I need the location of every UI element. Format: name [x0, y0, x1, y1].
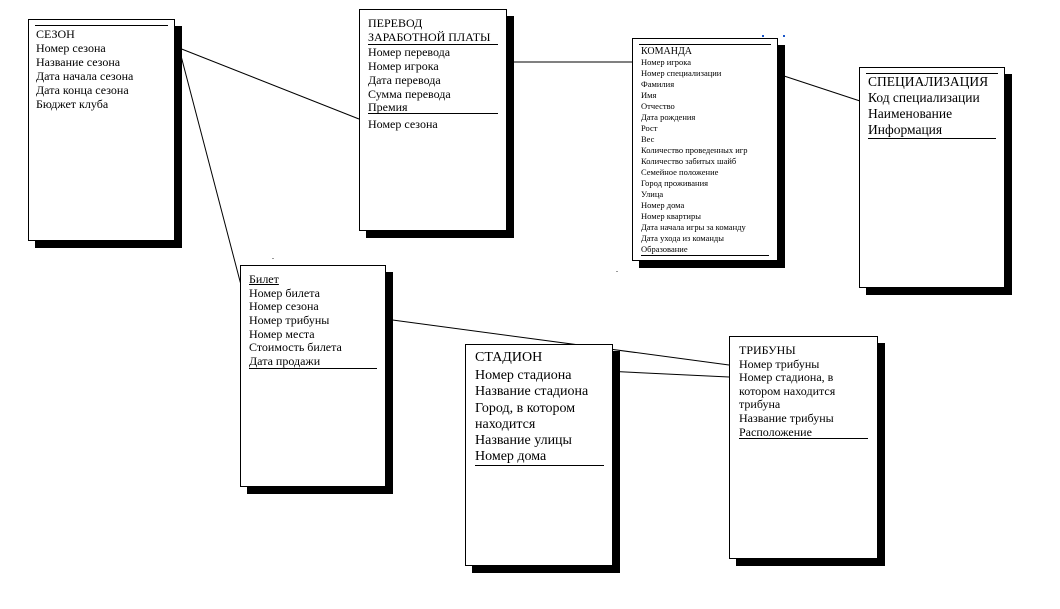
entity-stands-title: ТРИБУНЫ — [739, 343, 796, 357]
entity-transfer-title-line2: ЗАРАБОТНОЙ ПЛАТЫ — [368, 30, 491, 44]
entity-ticket-field: Стоимость билета — [249, 340, 342, 354]
entity-team-field: Количество проведенных игр — [641, 145, 748, 155]
entity-stadium-field: Название стадиона — [475, 384, 589, 399]
link-ticket-stands — [384, 318, 730, 366]
entity-team-field: Образование — [641, 244, 688, 254]
entity-transfer-field: Номер перевода — [368, 45, 451, 59]
entity-stadium[interactable]: СТАДИОН Номер стадиона Название стадиона… — [465, 344, 613, 566]
entity-specialization[interactable]: СПЕЦИАЛИЗАЦИЯ Код специализации Наименов… — [859, 67, 1005, 288]
entity-team-field: Город проживания — [641, 178, 709, 188]
entity-specialization-field: Наименование — [868, 106, 953, 121]
entity-transfer[interactable]: ПЕРЕВОД ЗАРАБОТНОЙ ПЛАТЫ Номер перевода … — [359, 9, 507, 231]
entity-ticket-field: Номер сезона — [249, 299, 319, 313]
entity-team-field: Количество забитых шайб — [641, 156, 737, 166]
entity-team[interactable]: КОМАНДА Номер игрока Номер специализации… — [632, 38, 778, 261]
entity-team-field: Дата рождения — [641, 112, 696, 122]
entity-specialization-field: Информация — [868, 122, 943, 137]
entity-ticket-field: Дата продажи — [249, 354, 321, 368]
entity-team-title: КОМАНДА — [641, 46, 693, 57]
entity-season-field: Название сезона — [36, 55, 121, 69]
entity-stadium-field: Название улицы — [475, 433, 572, 448]
entity-season-field: Номер сезона — [36, 41, 106, 55]
entity-team-field: Рост — [641, 123, 658, 133]
link-season-ticket — [179, 51, 242, 286]
entity-season[interactable]: СЕЗОН Номер сезона Название сезона Дата … — [28, 19, 175, 241]
link-stadium-stands — [604, 370, 730, 378]
entity-season-field: Бюджет клуба — [36, 97, 109, 111]
entity-season-field: Дата конца сезона — [36, 83, 129, 97]
entity-team-bottom-rule — [641, 255, 769, 256]
stray-mark — [762, 35, 764, 37]
entity-stadium-field: Город, в котором находится — [475, 401, 576, 432]
entity-season-field: Дата начала сезона — [36, 69, 134, 83]
entity-specialization-field: Код специализации — [868, 90, 980, 105]
entity-stadium-field: Номер дома — [475, 449, 547, 464]
entity-specialization-title: СПЕЦИАЛИЗАЦИЯ — [868, 74, 989, 89]
entity-team-field: Номер специализации — [641, 68, 722, 78]
entity-stands-field: Расположение — [739, 425, 812, 439]
entity-stands-field: Номер трибуны — [739, 357, 820, 371]
entity-season-title: СЕЗОН — [36, 27, 75, 41]
entity-season-top-rule — [35, 25, 168, 26]
entity-team-field: Вес — [641, 134, 655, 144]
entity-team-field: Номер игрока — [641, 57, 692, 67]
entity-specialization-bottom-rule — [868, 138, 996, 139]
entity-stands-field: Номер стадиона, в котором находится триб… — [739, 370, 836, 411]
entity-transfer-field: Номер игрока — [368, 59, 439, 73]
entity-transfer-title-rule — [368, 44, 498, 45]
entity-transfer-title: ПЕРЕВОД — [368, 16, 423, 30]
link-team-specialization — [777, 73, 861, 102]
entity-ticket[interactable]: Билет Номер билета Номер сезона Номер тр… — [240, 265, 386, 487]
entity-stadium-field: Номер стадиона — [475, 368, 572, 383]
link-season-transfer — [173, 45, 360, 120]
entity-specialization-top-rule — [866, 73, 998, 74]
entity-ticket-field: Номер трибуны — [249, 313, 330, 327]
entity-transfer-field: Премия — [368, 100, 408, 114]
entity-team-top-rule — [639, 44, 771, 45]
entity-ticket-field: Номер места — [249, 327, 315, 341]
entity-team-field: Номер дома — [641, 200, 685, 210]
entity-transfer-key-rule — [368, 113, 498, 114]
entity-transfer-field: Дата перевода — [368, 73, 441, 87]
entity-team-field: Отчество — [641, 101, 675, 111]
entity-team-field: Семейное положение — [641, 167, 719, 177]
stray-mark — [783, 35, 785, 37]
entity-team-field: Дата ухода из команды — [641, 233, 724, 243]
entity-stands-bottom-rule — [739, 438, 868, 439]
entity-ticket-title: Билет — [249, 272, 279, 286]
entity-ticket-bottom-rule — [249, 368, 377, 369]
entity-stadium-title: СТАДИОН — [475, 350, 543, 365]
entity-team-field: Фамилия — [641, 79, 675, 89]
entity-transfer-foreign-key: Номер сезона — [368, 117, 438, 131]
entity-stadium-bottom-rule — [475, 465, 604, 466]
stray-mark — [616, 271, 618, 272]
entity-stands[interactable]: ТРИБУНЫ Номер трибуны Номер стадиона, в … — [729, 336, 878, 559]
entity-team-field: Улица — [641, 189, 664, 199]
entity-team-field: Имя — [641, 90, 657, 100]
entity-stands-field: Название трибуны — [739, 411, 834, 425]
entity-ticket-field: Номер билета — [249, 286, 320, 300]
entity-team-field: Дата начала игры за команду — [641, 222, 746, 232]
stray-mark — [272, 258, 274, 259]
entity-transfer-field: Сумма перевода — [368, 87, 451, 101]
entity-team-field: Номер квартиры — [641, 211, 701, 221]
